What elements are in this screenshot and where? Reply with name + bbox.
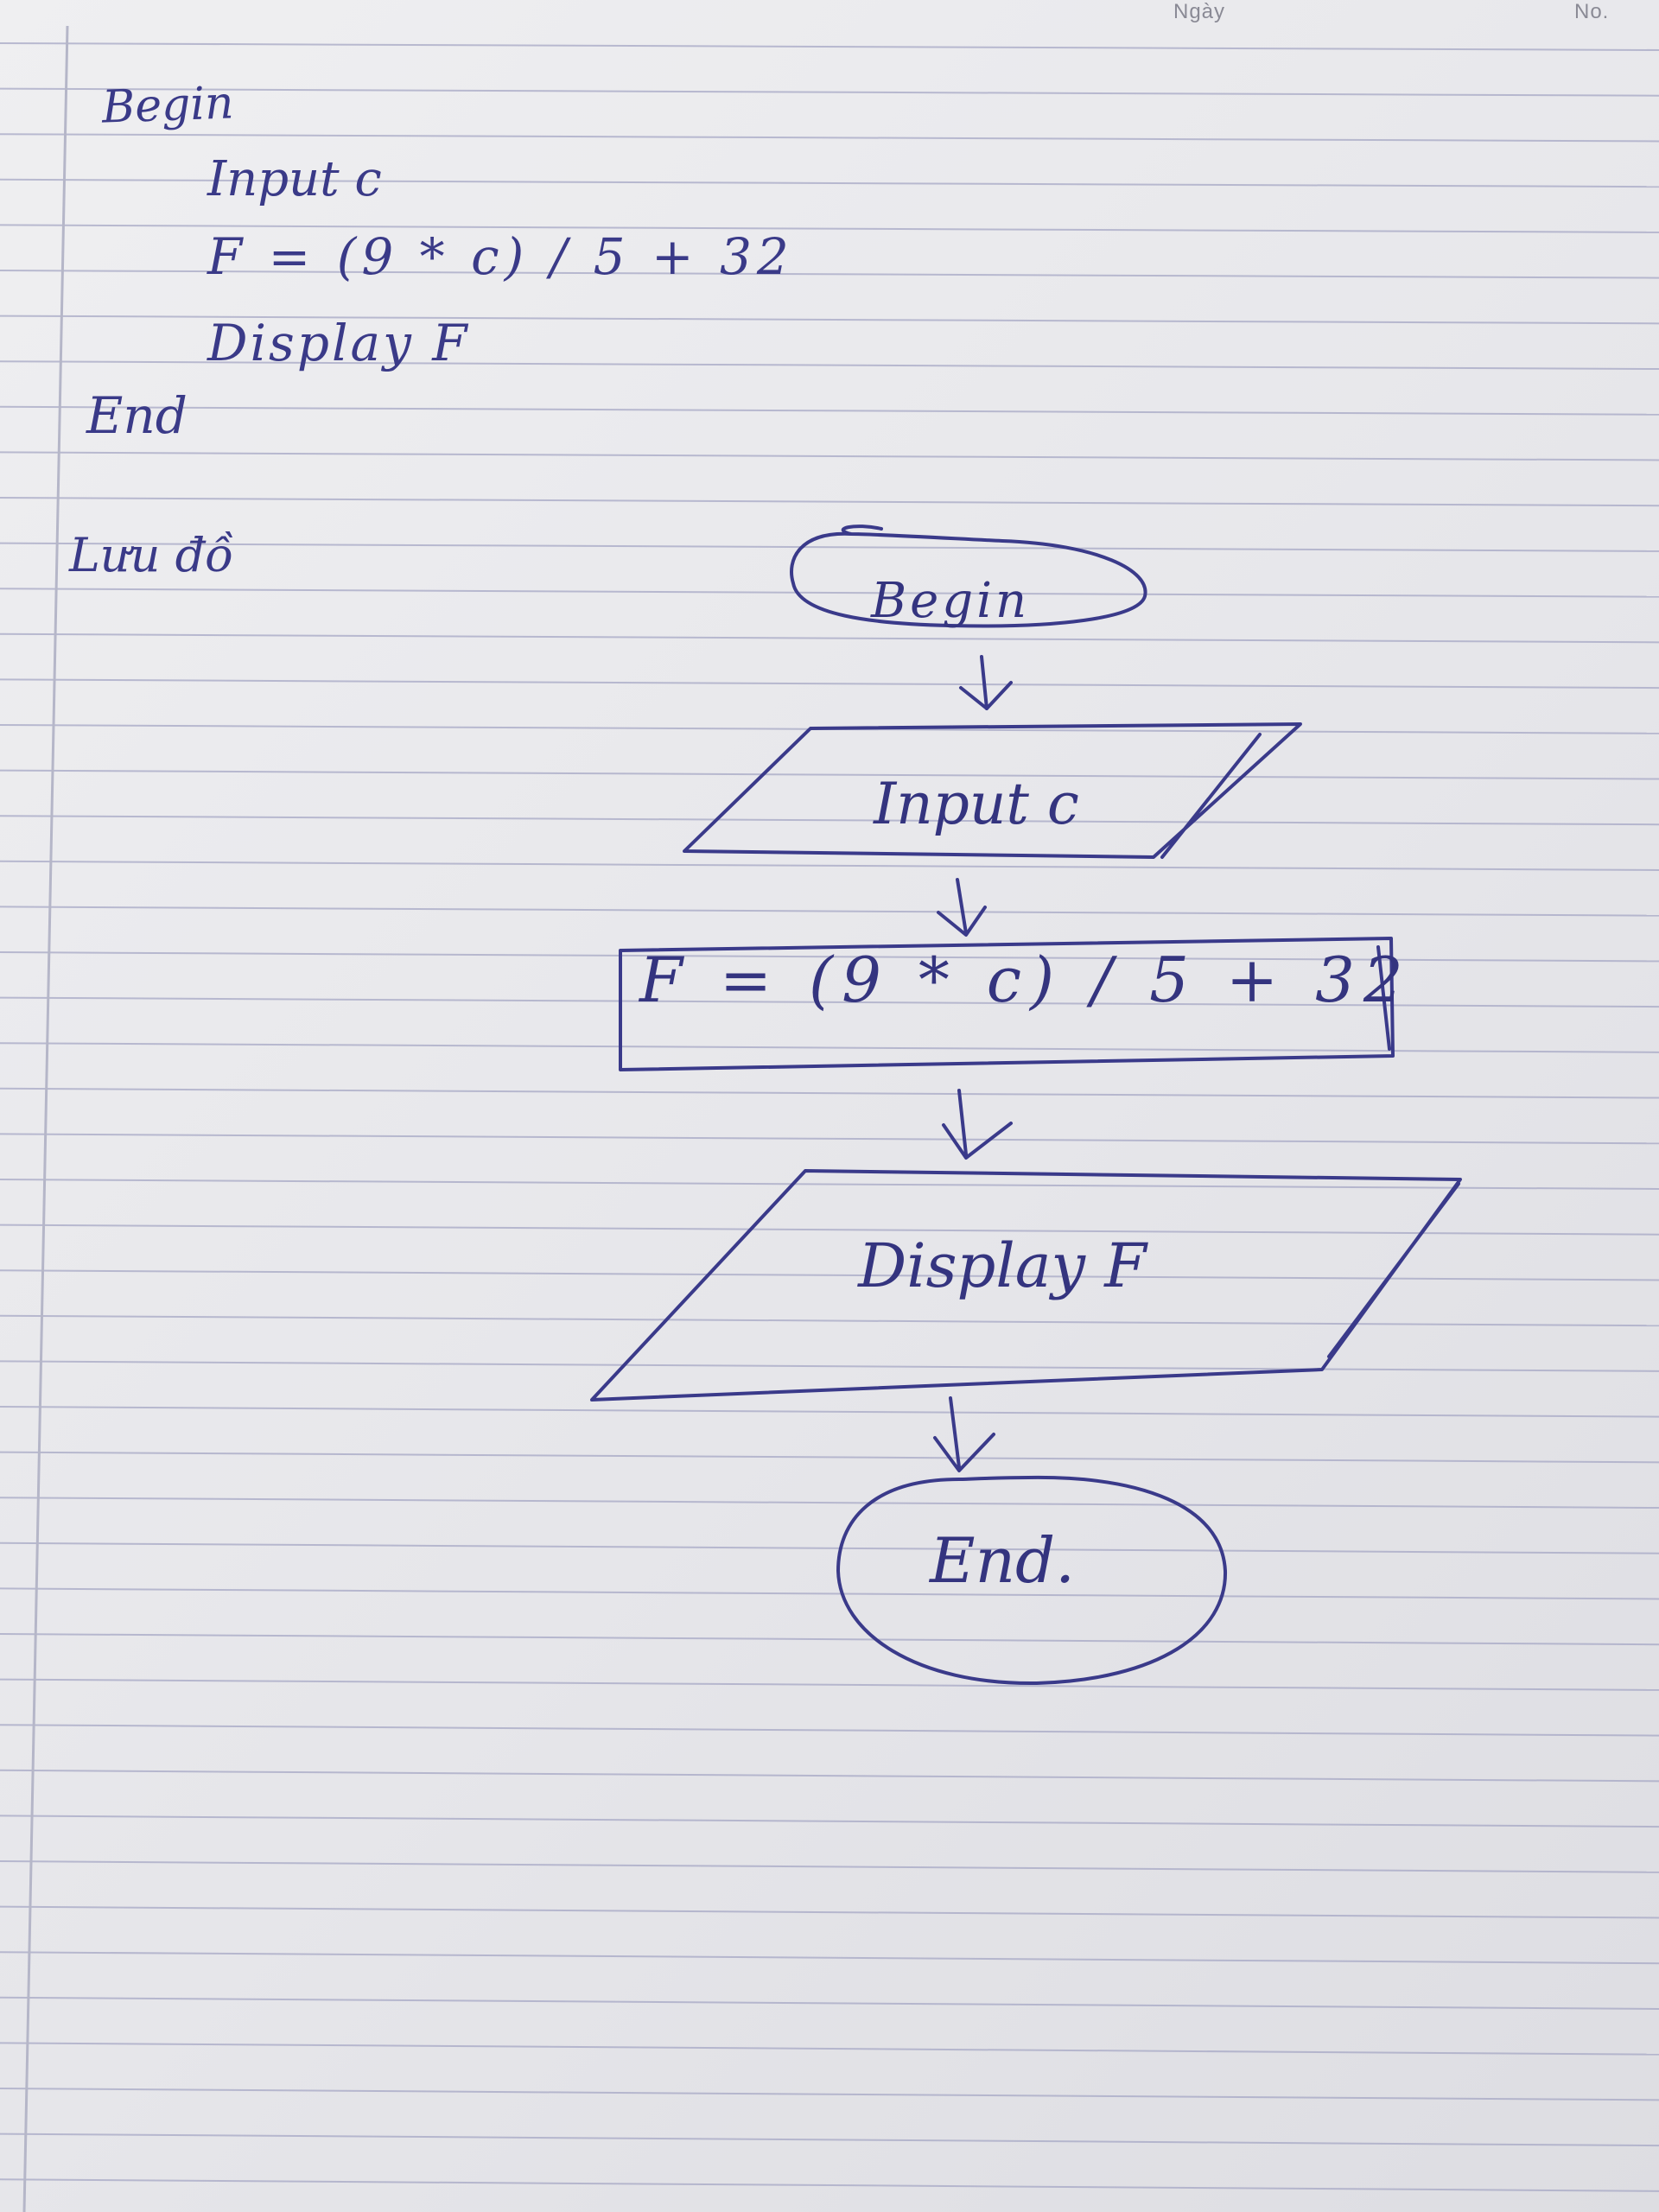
ruled-line	[0, 906, 1659, 917]
arrow-output-to-end	[933, 1396, 995, 1472]
arrow-input-to-process	[937, 878, 987, 937]
begin-terminator	[790, 524, 1147, 628]
ruled-line	[0, 1951, 1659, 1965]
ruled-line	[0, 1314, 1659, 1327]
end-terminator	[836, 1475, 1228, 1686]
flowchart-input-label: Input c	[874, 771, 1079, 837]
ruled-line	[0, 1905, 1659, 1919]
ruled-line	[0, 270, 1659, 279]
pseudocode-display: Display F	[207, 314, 470, 372]
flowchart-begin-label: Begin	[870, 573, 1031, 629]
ruled-line	[0, 1224, 1659, 1236]
output-parallelogram	[590, 1169, 1462, 1402]
ruled-line	[0, 588, 1659, 598]
ruled-line	[0, 451, 1659, 461]
ruled-line	[0, 951, 1659, 963]
ruled-line	[0, 2178, 1659, 2192]
flowchart-caption: Lưu đồ	[69, 528, 234, 582]
ruled-line	[0, 1042, 1659, 1053]
ruled-line	[0, 678, 1659, 690]
ruled-line	[0, 632, 1659, 644]
ruled-line	[0, 42, 1659, 51]
ruled-line	[0, 1541, 1659, 1554]
ruled-line	[0, 315, 1659, 325]
ruled-line	[0, 2133, 1659, 2147]
ruled-line	[0, 996, 1659, 1008]
ruled-line	[0, 87, 1659, 97]
process-rectangle	[619, 937, 1395, 1071]
ruled-line	[0, 360, 1659, 371]
pseudocode-formula: F = (9 * c) / 5 + 32	[207, 227, 794, 286]
ruled-line	[0, 497, 1659, 507]
ruled-line	[0, 815, 1659, 826]
ruled-line	[0, 1133, 1659, 1145]
ruled-line	[0, 1451, 1659, 1464]
ruled-line	[0, 178, 1659, 188]
ruled-line	[0, 1860, 1659, 1873]
ruled-line	[0, 1087, 1659, 1099]
ruled-line	[0, 860, 1659, 871]
flowchart-end-label: End.	[930, 1524, 1075, 1597]
input-parallelogram	[683, 722, 1302, 859]
ruled-line	[0, 1724, 1659, 1737]
ruled-line	[0, 1996, 1659, 2010]
ruled-line	[0, 405, 1659, 416]
ruled-line	[0, 133, 1659, 143]
ruled-line	[0, 769, 1659, 780]
ruled-line	[0, 1179, 1659, 1190]
ruled-line	[0, 2042, 1659, 2056]
flowchart-output-label: Display F	[858, 1230, 1147, 1301]
ruled-line	[0, 2088, 1659, 2101]
ruled-line	[0, 542, 1659, 552]
arrow-process-to-output	[942, 1089, 1013, 1160]
ruled-line	[0, 1360, 1659, 1372]
number-label: No.	[1574, 0, 1610, 23]
ruled-line	[0, 1269, 1659, 1281]
ruled-line	[0, 1769, 1659, 1783]
ruled-line	[0, 1815, 1659, 1828]
ruled-line	[0, 1497, 1659, 1510]
pseudocode-end: End	[86, 386, 188, 445]
ruled-line	[0, 224, 1659, 233]
arrow-begin-to-input	[959, 655, 1013, 710]
ruled-line	[0, 1678, 1659, 1691]
flowchart-process-label: F = (9 * c) / 5 + 32	[639, 944, 1412, 1016]
ruled-line	[0, 1587, 1659, 1600]
date-label: Ngày	[1173, 0, 1226, 23]
pseudocode-input: Input c	[207, 151, 382, 207]
margin-line	[22, 25, 69, 2212]
ruled-line	[0, 1633, 1659, 1646]
ruled-line	[0, 1406, 1659, 1418]
